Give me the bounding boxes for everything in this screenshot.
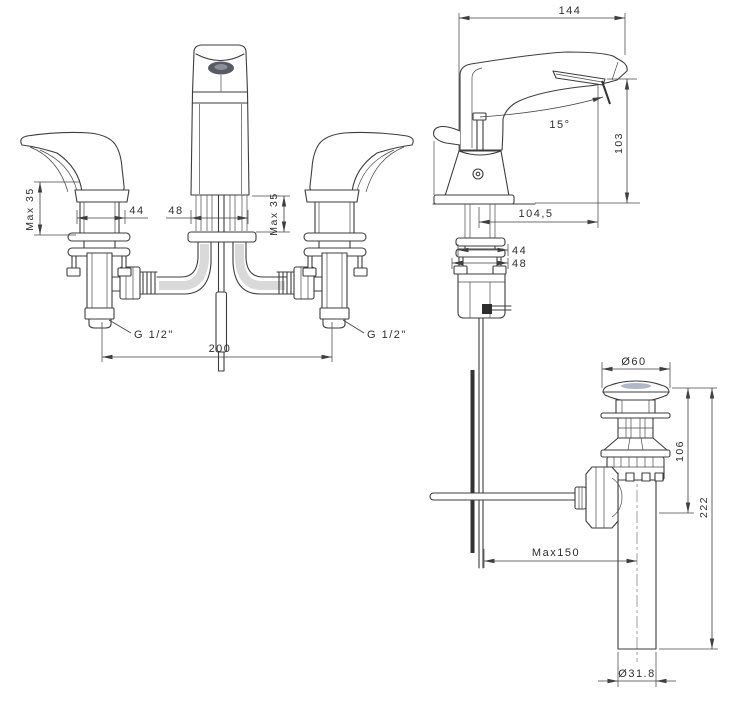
left-handle: [20, 131, 132, 329]
svg-text:44: 44: [129, 205, 144, 217]
dim-48-front: 48: [166, 205, 249, 224]
index-button: [472, 168, 484, 180]
dim-104-5: 104,5: [478, 85, 599, 228]
supply-tube-left: [156, 241, 212, 295]
supply-tube-right: [232, 241, 288, 295]
g-half-inlet: [88, 318, 112, 329]
lift-rod-front: [217, 194, 225, 372]
drain-flange: [600, 412, 671, 419]
dim-200: 200: [101, 322, 333, 362]
right-handle: [303, 132, 413, 328]
handle-lever-side: [433, 125, 461, 146]
valve-body: [86, 252, 113, 319]
svg-text:Max150: Max150: [532, 547, 580, 559]
svg-text:104,5: 104,5: [518, 208, 553, 220]
leader-right: [342, 319, 365, 334]
rod-clamp: [482, 304, 492, 314]
svg-text:Max 35: Max 35: [24, 187, 36, 230]
pop-up-drain: [574, 380, 671, 650]
valve-body-side: [457, 273, 506, 319]
svg-text:15°: 15°: [549, 119, 570, 131]
drain-view: Ø60 106 222 Max150 Ø31.8: [429, 356, 718, 687]
dim-144: 144: [458, 5, 626, 190]
svg-text:44: 44: [512, 245, 527, 257]
svg-text:200: 200: [209, 343, 232, 355]
spout-base-plate: [187, 231, 257, 243]
lever-rod: [429, 492, 583, 501]
svg-text:Ø31.8: Ø31.8: [618, 668, 655, 680]
mounting-flange: [67, 232, 131, 242]
dim-106: 106: [659, 387, 717, 514]
dim-max150: Max150: [483, 547, 637, 568]
ball-joint-nut: [585, 466, 619, 529]
svg-text:222: 222: [698, 496, 710, 518]
pop-up-rod: [470, 370, 475, 553]
spout-front: [187, 44, 257, 372]
drain-tailpipe: [617, 480, 657, 650]
handle-lever: [20, 131, 125, 193]
dim-103: 103: [535, 78, 640, 204]
faucet-body-side: [432, 51, 628, 205]
svg-text:Ø60: Ø60: [621, 356, 646, 368]
spout-side: [459, 51, 628, 151]
side-view: 144 15°: [432, 5, 640, 569]
dim-max35-left: Max 35: [24, 181, 80, 236]
dim-g-half-right: G 1/2": [367, 329, 407, 341]
dim-max35-right: Max 35: [252, 192, 290, 236]
dim-44-side: 44: [457, 244, 527, 257]
dim-44-front: 44: [76, 205, 148, 224]
dim-dia31-8: Ø31.8: [598, 652, 676, 687]
svg-text:48: 48: [512, 258, 527, 270]
front-view: G 1/2" G 1/2" Max 35 44 48 Max 35: [20, 44, 413, 372]
handle-base-cone: [444, 150, 510, 197]
dim-222: 222: [659, 388, 718, 650]
handle-body: [79, 201, 120, 234]
dim-15deg: 15°: [479, 80, 611, 131]
dim-48-side: 48: [451, 258, 527, 270]
svg-text:Max 35: Max 35: [268, 192, 280, 235]
svg-text:144: 144: [559, 5, 582, 17]
dim-g-half-left: G 1/2": [134, 329, 174, 341]
leader-left: [108, 319, 132, 334]
svg-text:103: 103: [613, 132, 625, 154]
dim-dia60: Ø60: [601, 356, 671, 388]
mounting-side: [453, 204, 512, 569]
svg-text:106: 106: [674, 440, 686, 462]
base-plate-side: [433, 194, 515, 205]
svg-text:48: 48: [168, 205, 183, 217]
